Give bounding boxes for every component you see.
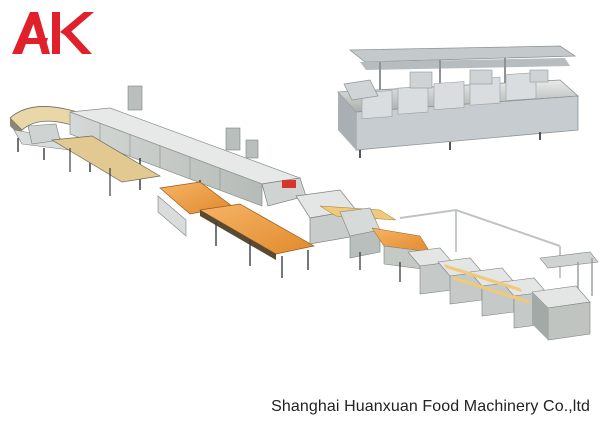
brand-logo-mark	[12, 12, 94, 54]
brand-logo	[8, 8, 94, 58]
orange-conveyor	[157, 181, 315, 278]
company-caption: Shanghai Huanxuan Food Machinery Co.,ltd	[271, 398, 590, 415]
cooling-conveyor	[50, 135, 162, 196]
overhead-frame	[399, 208, 599, 300]
inset-machine	[337, 45, 579, 158]
tunnel-oven	[69, 85, 307, 208]
sheeting-machines	[407, 247, 591, 341]
forming-machines	[295, 189, 431, 282]
